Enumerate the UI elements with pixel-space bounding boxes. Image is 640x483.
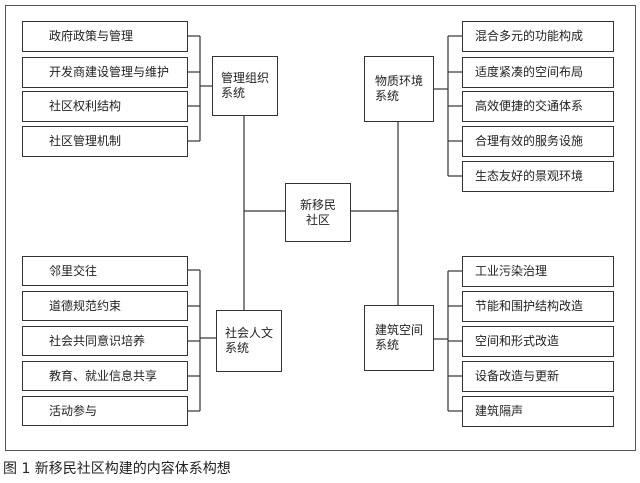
- management-item: 社区管理机制: [22, 126, 188, 157]
- diagram-frame: [5, 5, 636, 451]
- group-physical: 物质环境 系统: [364, 56, 434, 122]
- social-item: 活动参与: [22, 396, 188, 426]
- center-node: 新移民 社区: [285, 183, 351, 242]
- physical-item: 合理有效的服务设施: [462, 126, 614, 157]
- physical-item: 高效便捷的交通体系: [462, 91, 614, 122]
- management-item: 社区权利结构: [22, 91, 188, 122]
- building-item: 空间和形式改造: [462, 326, 614, 357]
- group-social: 社会人文 系统: [216, 310, 282, 372]
- building-item: 工业污染治理: [462, 256, 614, 287]
- social-item: 教育、就业信息共享: [22, 361, 188, 391]
- group-building: 建筑空间 系统: [364, 305, 434, 371]
- building-item: 设备改造与更新: [462, 361, 614, 392]
- physical-item: 混合多元的功能构成: [462, 21, 614, 52]
- physical-item: 生态友好的景观环境: [462, 161, 614, 192]
- figure-caption: 图 1 新移民社区构建的内容体系构想: [3, 461, 231, 477]
- social-item: 社会共同意识培养: [22, 326, 188, 356]
- management-item: 政府政策与管理: [22, 21, 188, 52]
- building-item: 节能和围护结构改造: [462, 291, 614, 322]
- management-item: 开发商建设管理与维护: [22, 57, 188, 88]
- social-item: 道德规范约束: [22, 291, 188, 321]
- group-management: 管理组织 系统: [212, 56, 278, 116]
- physical-item: 适度紧凑的空间布局: [462, 57, 614, 88]
- social-item: 邻里交往: [22, 256, 188, 286]
- building-item: 建筑隔声: [462, 396, 614, 427]
